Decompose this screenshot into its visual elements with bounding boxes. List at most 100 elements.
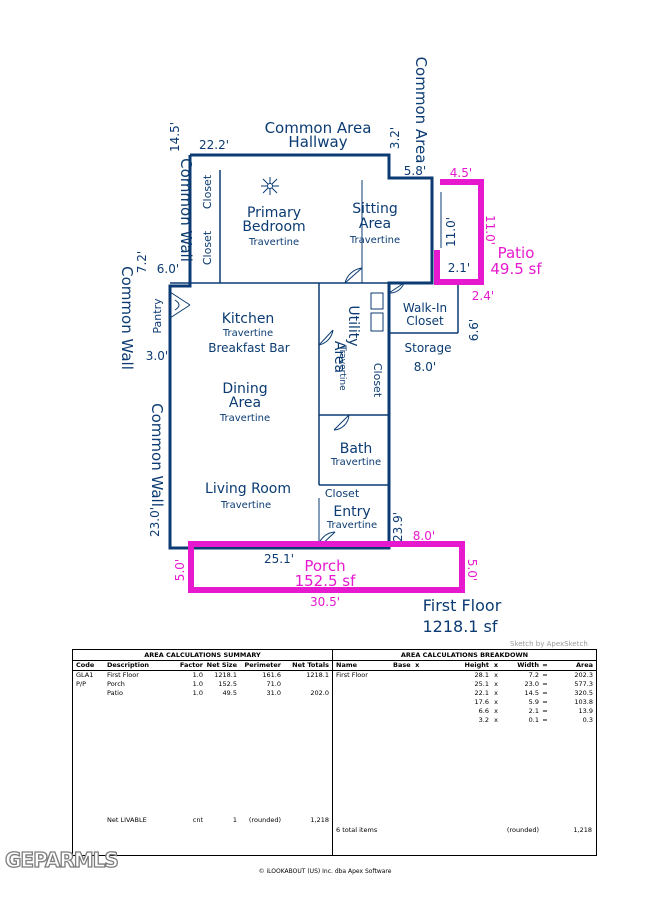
label-kitchen: Kitchen: [222, 311, 275, 327]
pantry-door: [169, 291, 191, 319]
table-cell: cnt: [192, 816, 203, 824]
table-cell: First Floor: [336, 671, 368, 679]
table-row: First Floor 28.1 x 7.2 = 202.3: [333, 671, 596, 680]
label-patio: Patio: [498, 244, 535, 262]
table-cell: 23.0: [524, 680, 539, 688]
breakdown-footer-row: 6 total items (rounded) 1,218: [333, 826, 596, 835]
dim-6-0: 6.0': [157, 262, 179, 276]
table-row: GLA1 First Floor 1.0 1218.1 161.6 1218.1: [73, 671, 332, 680]
summary-header-cell: Code: [76, 661, 95, 669]
breakdown-header-cell: Height: [464, 661, 489, 669]
table-cell: 577.3: [574, 680, 593, 688]
table-cell: 28.1: [474, 671, 489, 679]
door-swing-2: [318, 329, 334, 346]
breakdown-header-cell: Name: [336, 661, 358, 669]
breakdown-header-cell: x: [493, 661, 499, 669]
label-dining-area: Area: [229, 395, 261, 411]
table-row: 22.1 x 14.5 = 320.5: [333, 689, 596, 698]
table-cell: (rounded): [248, 816, 281, 824]
table-cell: =: [542, 716, 548, 724]
table-cell: 25.1: [474, 680, 489, 688]
dim-22-2: 22.2': [199, 138, 229, 152]
table-cell: Patio: [107, 689, 123, 697]
table-cell: x: [494, 698, 498, 706]
table-cell: 13.9: [578, 707, 593, 715]
table-cell: 14.5: [524, 689, 539, 697]
dim-25-1: 25.1': [264, 552, 294, 566]
ceiling-fan-icon: [261, 177, 279, 195]
appliance-box-1: [370, 292, 384, 310]
dim-patio-11-0: 11.0': [483, 215, 497, 245]
label-common-wall-2: Common Wall: [118, 266, 136, 370]
table-cell: P/P: [76, 680, 87, 688]
table-row: 17.6 x 5.9 = 103.8: [333, 698, 596, 707]
table-cell: [333, 698, 393, 707]
copyright-text: © iLOOKABOUT (US) Inc. dba Apex Software: [258, 868, 392, 875]
label-porch-area: 152.5 sf: [295, 572, 357, 590]
dim-2-1: 2.1': [448, 261, 470, 275]
label-utility: Utility: [345, 305, 361, 346]
door-swing-1: [344, 267, 363, 284]
table-cell: [393, 680, 435, 689]
label-utility-floor: Travertine: [337, 344, 347, 391]
label-entry: Entry: [333, 504, 370, 520]
table-cell: =: [542, 698, 548, 706]
table-cell: 152.5: [218, 680, 237, 688]
table-cell: [73, 816, 107, 825]
dim-7-2: 7.2': [135, 251, 149, 273]
label-porch: Porch: [304, 557, 345, 575]
table-cell: First Floor: [107, 671, 139, 679]
breakdown-header-row: Name Base x Height x Width = Area: [333, 661, 596, 671]
table-cell: 49.5: [222, 689, 237, 697]
table-cell: [333, 707, 393, 716]
summary-header-cell: Factor: [179, 661, 203, 669]
label-pantry: Pantry: [151, 298, 164, 334]
label-primary-floor: Travertine: [248, 237, 299, 248]
area-summary-panel: AREA CALCULATIONS SUMMARY Code Descripti…: [73, 650, 333, 855]
table-cell: [333, 716, 393, 725]
label-bath: Bath: [340, 441, 373, 457]
label-breakfast-bar: Breakfast Bar: [208, 341, 290, 355]
table-cell: 103.8: [574, 698, 593, 706]
table-cell: 202.0: [310, 689, 329, 697]
dim-6-6: 6.6': [467, 319, 481, 341]
table-cell: 0.3: [582, 716, 593, 724]
label-closet-4: Closet: [325, 487, 360, 500]
table-cell: [393, 716, 435, 725]
porch-outline: [188, 541, 465, 593]
breakdown-header-cell: Base: [393, 661, 411, 669]
dim-patio-2-4: 2.4': [472, 289, 494, 303]
table-cell: 1.0: [192, 680, 203, 688]
label-primary: Primary: [247, 205, 301, 221]
label-living-room: Living Room: [205, 481, 291, 497]
table-cell: [281, 680, 331, 689]
label-sitting-area: Area: [359, 216, 391, 232]
appliance-box-2: [370, 312, 384, 332]
label-common-area-side: Common Area: [412, 57, 430, 164]
dim-porch-5-0-right: 5.0': [465, 559, 479, 581]
table-cell: x: [494, 707, 498, 715]
dim-23-9: 23.9': [391, 512, 405, 542]
label-hallway: Hallway: [288, 133, 347, 151]
dim-8-0: 8.0': [414, 360, 436, 374]
table-cell: 7.2: [528, 671, 539, 679]
table-cell: =: [542, 689, 548, 697]
table-row: Patio 1.0 49.5 31.0 202.0: [73, 689, 332, 698]
summary-header-cell: Net Size: [206, 661, 237, 669]
table-cell: [393, 707, 435, 716]
table-cell: x: [494, 716, 498, 724]
table-cell: [73, 689, 107, 698]
label-patio-area: 49.5 sf: [490, 260, 542, 278]
dim-23-0: 23.0': [148, 507, 162, 537]
label-first-floor-area: 1218.1 sf: [422, 617, 497, 636]
table-cell: [393, 689, 435, 698]
table-cell: 1,218: [573, 826, 592, 834]
dim-porch-30-5: 30.5': [310, 595, 340, 609]
table-cell: x: [494, 671, 498, 679]
table-cell: 1218.1: [306, 671, 329, 679]
table-cell: (rounded): [506, 826, 539, 834]
table-cell: Porch: [107, 680, 125, 688]
table-cell: [333, 680, 393, 689]
table-row: 6.6 x 2.1 = 13.9: [333, 707, 596, 716]
dim-5-8: 5.8': [404, 164, 426, 178]
